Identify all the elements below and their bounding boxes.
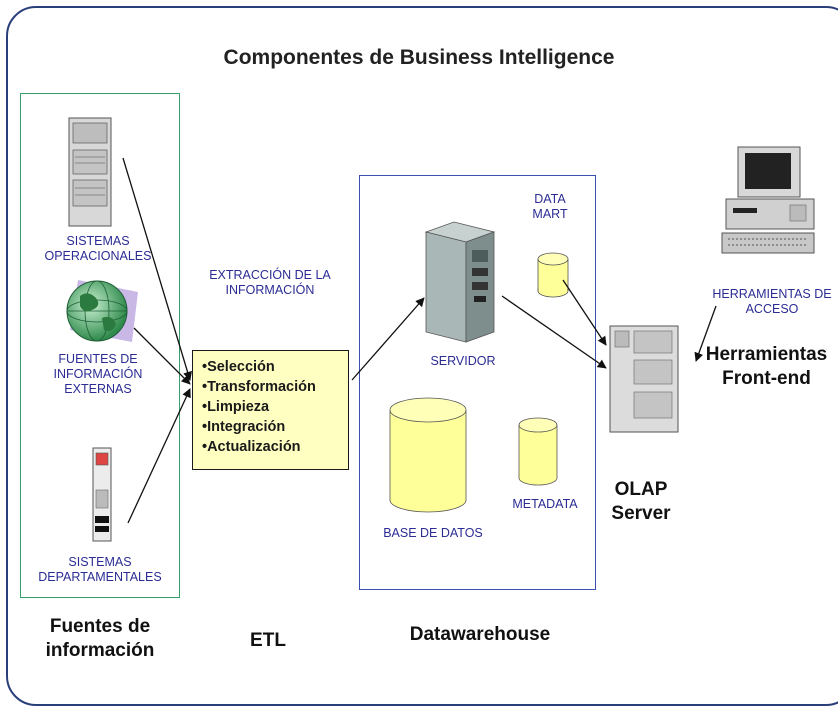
sistemas-departamentales-label: SISTEMAS DEPARTAMENTALES — [38, 555, 162, 584]
flow-arrows — [122, 157, 717, 524]
base-de-datos-label: BASE DE DATOS — [383, 526, 483, 540]
arrow-externas-to-etl — [133, 327, 191, 385]
herramientas-acceso-label: HERRAMIENTAS DE ACCESO — [712, 287, 832, 316]
departmental-server-icon — [92, 447, 112, 542]
diagram-title: Componentes de Business Intelligence — [223, 46, 615, 69]
arrow-servidor-to-olap — [501, 295, 607, 369]
arrow-operacionales-to-etl — [122, 157, 192, 381]
servidor-label: SERVIDOR — [430, 354, 496, 368]
extraccion-heading: EXTRACCIÓN DE LA INFORMACIÓN — [209, 268, 331, 297]
etl-item: •Integración — [202, 419, 286, 435]
datawarehouse-footer: Datawarehouse — [409, 624, 551, 645]
metadata-label: METADATA — [512, 497, 578, 511]
arrow-datamart-to-olap — [562, 279, 607, 346]
datawarehouse-box — [359, 175, 596, 590]
servidor-icon — [424, 221, 496, 343]
etl-item: •Actualización — [202, 439, 301, 455]
arrow-herramientas-to-olap — [694, 305, 717, 362]
etl-item: •Transformación — [202, 379, 316, 395]
metadata-cylinder — [518, 417, 558, 486]
arrow-etl-to-servidor — [351, 297, 425, 381]
fuentes-footer: Fuentes de información — [45, 616, 155, 661]
operational-server-icon — [68, 117, 112, 227]
etl-item: •Limpieza — [202, 399, 270, 415]
globe-icon — [66, 280, 138, 342]
etl-item: •Selección — [202, 359, 275, 375]
data-mart-label: DATA MART — [532, 192, 568, 221]
etl-process-box: •Selección •Transformación •Limpieza •In… — [192, 350, 349, 470]
database-cylinder — [389, 397, 467, 513]
sistemas-operacionales-label: SISTEMAS OPERACIONALES — [44, 234, 152, 263]
diagram-graphics — [66, 117, 815, 542]
computer-icon — [721, 146, 815, 254]
olap-server-label: OLAP Server — [611, 479, 671, 524]
olap-server-icon — [609, 325, 679, 433]
arrow-departamentales-to-etl — [127, 388, 191, 524]
herramientas-frontend-label: Herramientas Front-end — [705, 344, 828, 389]
fuentes-externas-label: FUENTES DE INFORMACIÓN EXTERNAS — [53, 352, 143, 396]
data-mart-cylinder — [537, 252, 569, 298]
etl-footer: ETL — [250, 630, 286, 651]
